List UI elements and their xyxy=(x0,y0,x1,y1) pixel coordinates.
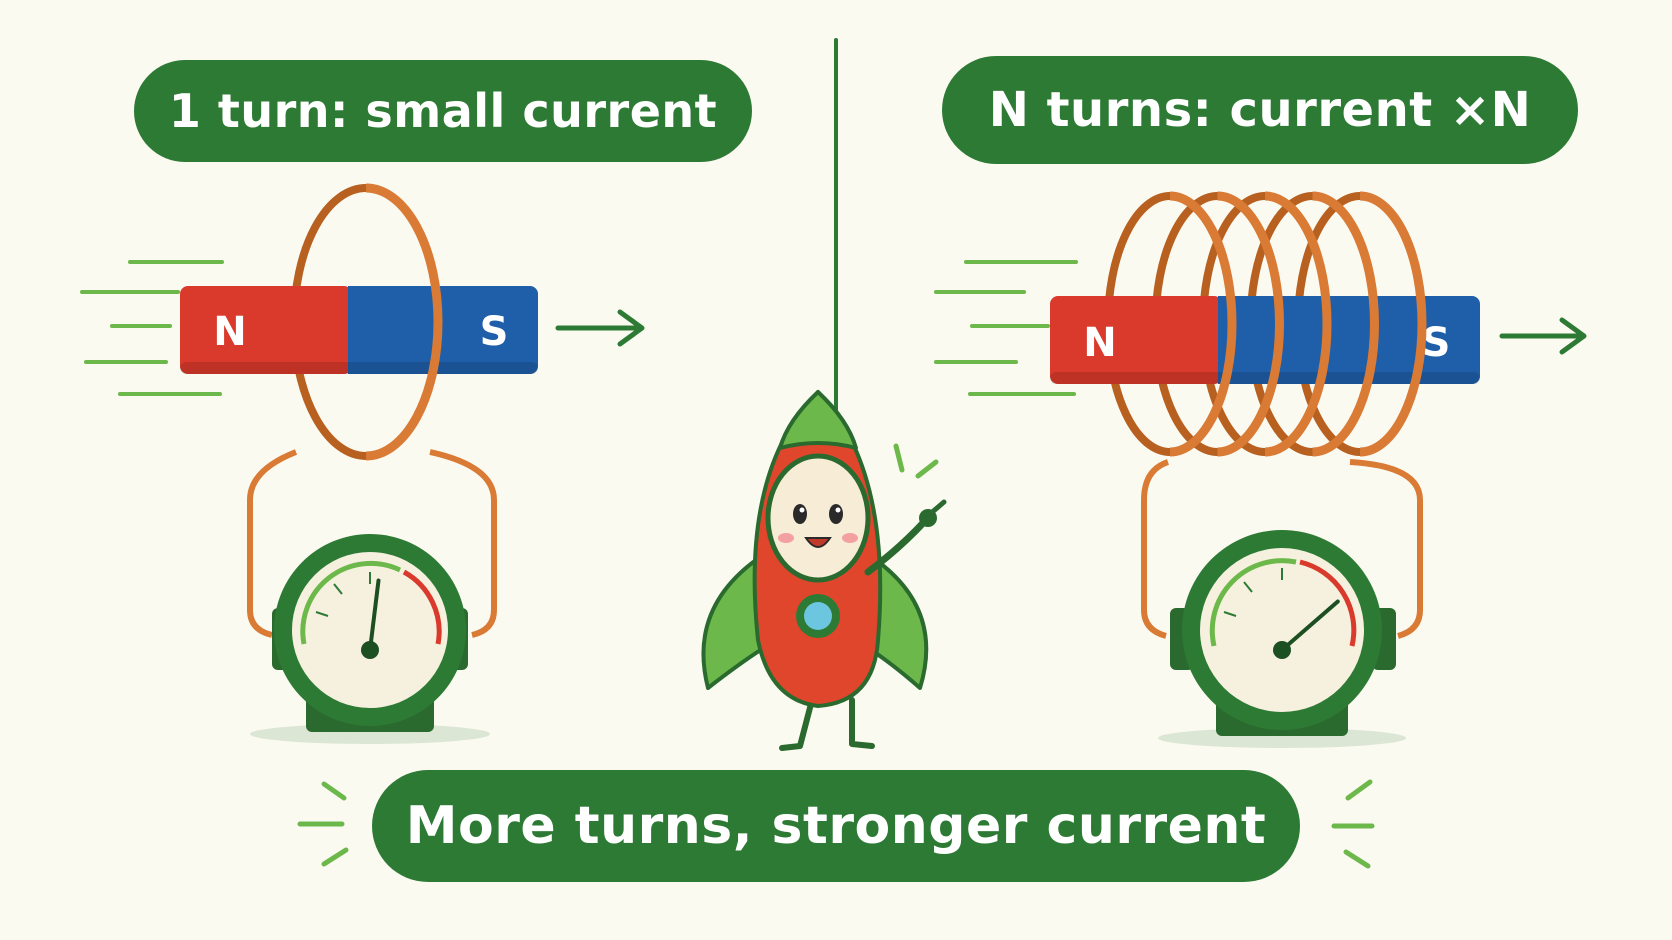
rocket-mascot xyxy=(701,390,947,751)
left-motion-lines xyxy=(80,260,224,396)
caption-sparkles-left xyxy=(297,781,349,867)
coil-turn-front xyxy=(1312,191,1379,457)
coil-turn-front xyxy=(1217,191,1284,457)
caption-banner: More turns, stronger current xyxy=(372,770,1300,882)
right-motion-lines xyxy=(934,260,1078,396)
right-north-label: N xyxy=(1083,320,1116,366)
single-turn-label: 1 turn: small current xyxy=(134,60,752,162)
right-coil-front xyxy=(1169,191,1427,457)
left-lead-wire xyxy=(247,449,298,638)
arrow-right-icon xyxy=(1499,317,1587,355)
right-panel: N S xyxy=(934,191,1587,748)
left-south-label: S xyxy=(480,309,509,355)
coil-turn-front xyxy=(1359,191,1427,457)
arrow-right-icon xyxy=(555,309,645,347)
right-galvanometer-icon xyxy=(1158,530,1406,748)
caption-sparkles-right xyxy=(1331,779,1375,869)
coil-turn-front xyxy=(1169,191,1237,457)
coil-turn-front xyxy=(1264,191,1332,457)
left-bar-magnet: N S xyxy=(180,286,538,374)
left-north-label: N xyxy=(213,309,246,355)
right-meter-needle xyxy=(1280,599,1340,652)
left-meter-needle xyxy=(368,578,381,652)
n-turns-label: N turns: current ×N xyxy=(942,56,1578,164)
left-panel: N S xyxy=(80,183,645,744)
left-coil-front xyxy=(365,183,443,461)
left-galvanometer-icon xyxy=(250,534,490,744)
right-lead-wire xyxy=(1141,459,1170,639)
